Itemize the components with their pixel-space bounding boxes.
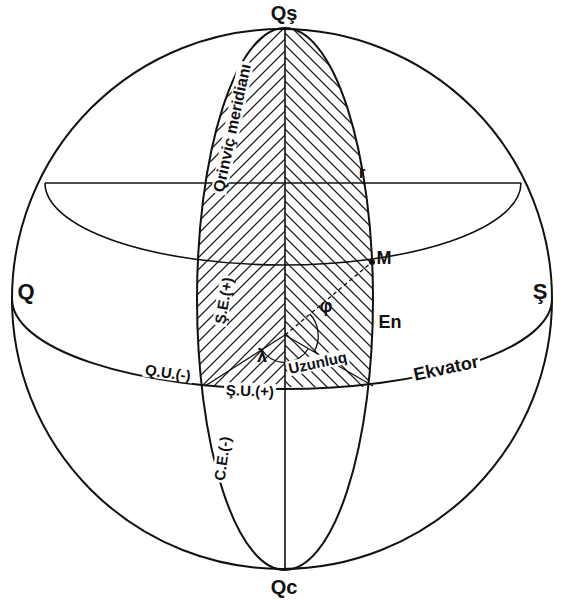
point-m	[369, 259, 375, 265]
west-label: Q	[15, 281, 36, 303]
equator	[12, 299, 552, 389]
equator-label: Ekvator	[410, 352, 482, 384]
radius-label: r	[357, 164, 368, 181]
latitude-label: C.E.(-)	[211, 433, 233, 483]
longitude-label: Ş.U.(+)	[224, 382, 276, 399]
pole-label: Qc	[269, 577, 300, 597]
radius-to-m	[285, 262, 372, 335]
meridian-ellipse	[197, 28, 373, 570]
point-label: M	[375, 249, 394, 267]
pole-label: Qş	[269, 3, 300, 23]
angle-symbol: φ	[318, 297, 335, 315]
phi-arc	[310, 314, 318, 352]
parallel-chord	[45, 182, 521, 184]
angle-symbol: λ	[255, 347, 269, 365]
globe-outline	[12, 29, 552, 569]
radius-greenwich	[205, 335, 285, 386]
latitude-symbol: En	[376, 313, 403, 331]
longitude-label: Q.U.(-)	[142, 361, 193, 383]
radius-meridian	[285, 335, 373, 386]
parallel-arc	[45, 183, 521, 265]
polar-axis	[284, 28, 286, 570]
east-label: Ş	[531, 281, 550, 303]
